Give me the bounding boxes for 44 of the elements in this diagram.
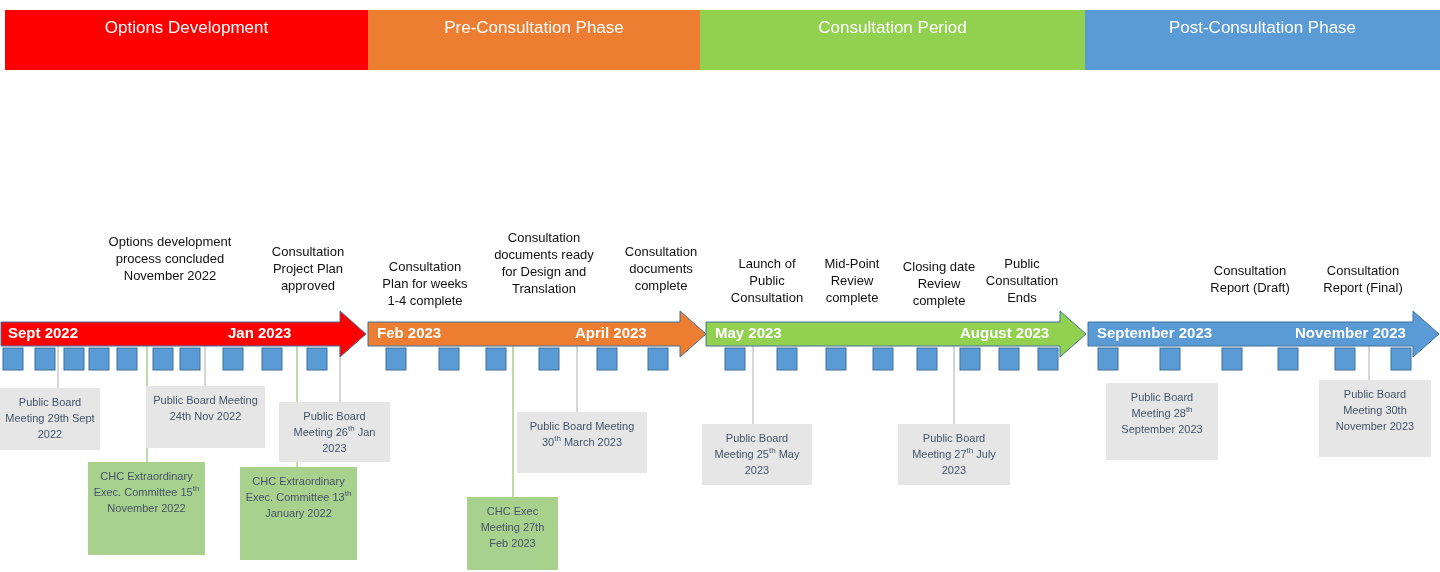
meeting-box: CHC Extraordinary Exec. Committee 13$^{th}$ January 2022 — [240, 467, 357, 560]
month-label: September 2023 — [1097, 324, 1213, 341]
phase-banner: Options Development — [5, 10, 368, 70]
meeting-box: CHC Exec Meeting 27th Feb 2023 — [467, 497, 558, 570]
leader-line — [953, 345, 955, 425]
timeline-band — [705, 310, 1087, 358]
month-label: November 2023 — [1295, 324, 1406, 341]
milestone-text: Public Consultation Ends — [984, 255, 1060, 306]
month-label: August 2023 — [960, 324, 1050, 341]
phase-banner: Pre-Consultation Phase — [368, 10, 700, 70]
month-label: Jan 2023 — [228, 324, 292, 341]
meeting-box: Public Board Meeting 27$^{th}$ July 2023 — [898, 424, 1010, 485]
timeline-band — [0, 310, 367, 358]
meeting-box: Public Board Meeting 24th Nov 2022 — [146, 386, 265, 448]
month-label: Feb 2023 — [377, 324, 442, 341]
milestone-text: Consultation Report (Final) — [1322, 262, 1404, 296]
timeline-band — [367, 310, 707, 358]
milestone-text: Consultation documents complete — [623, 243, 699, 294]
milestone-text: Consultation Report (Draft) — [1209, 262, 1291, 296]
leader-line — [576, 345, 578, 413]
meeting-box: CHC Extraordinary Exec. Committee 15$^{th}$ November 2022 — [88, 462, 205, 555]
leader-line — [204, 345, 206, 387]
milestone-text: Consultation Plan for weeks 1-4 complete — [381, 258, 469, 309]
meeting-box: Public Board Meeting 26$^{th}$ Jan 2023 — [279, 402, 390, 462]
milestone-text: Launch of Public Consultation — [729, 255, 805, 306]
phase-banner: Consultation Period — [700, 10, 1085, 70]
milestone-text: Options development process concluded November 2022 — [107, 233, 233, 284]
milestone-text: Consultation Project Plan approved — [270, 243, 346, 294]
phase-banner: Post-Consultation Phase — [1085, 10, 1440, 70]
milestone-text: Mid-Point Review complete — [823, 255, 881, 306]
leader-line — [57, 345, 59, 389]
meeting-box: Public Board Meeting 29th Sept 2022 — [0, 388, 100, 450]
meeting-box: Public Board Meeting 25$^{th}$ May 2023 — [702, 424, 812, 485]
meeting-box: Public Board Meeting 28$^{th}$ September 2023 — [1106, 383, 1218, 460]
milestone-text: Closing date Review complete — [901, 258, 977, 309]
leader-line — [752, 345, 754, 425]
month-label: April 2023 — [575, 324, 647, 341]
leader-line — [512, 345, 514, 498]
milestone-text: Consultation documents ready for Design and Translation — [494, 229, 594, 297]
meeting-box: Public Board Meeting 30th November 2023 — [1319, 380, 1431, 457]
meeting-box: Public Board Meeting 30$^{th}$ March 2023 — [517, 412, 647, 473]
month-label: May 2023 — [715, 324, 782, 341]
month-label: Sept 2022 — [8, 324, 79, 341]
leader-line — [1368, 345, 1370, 381]
